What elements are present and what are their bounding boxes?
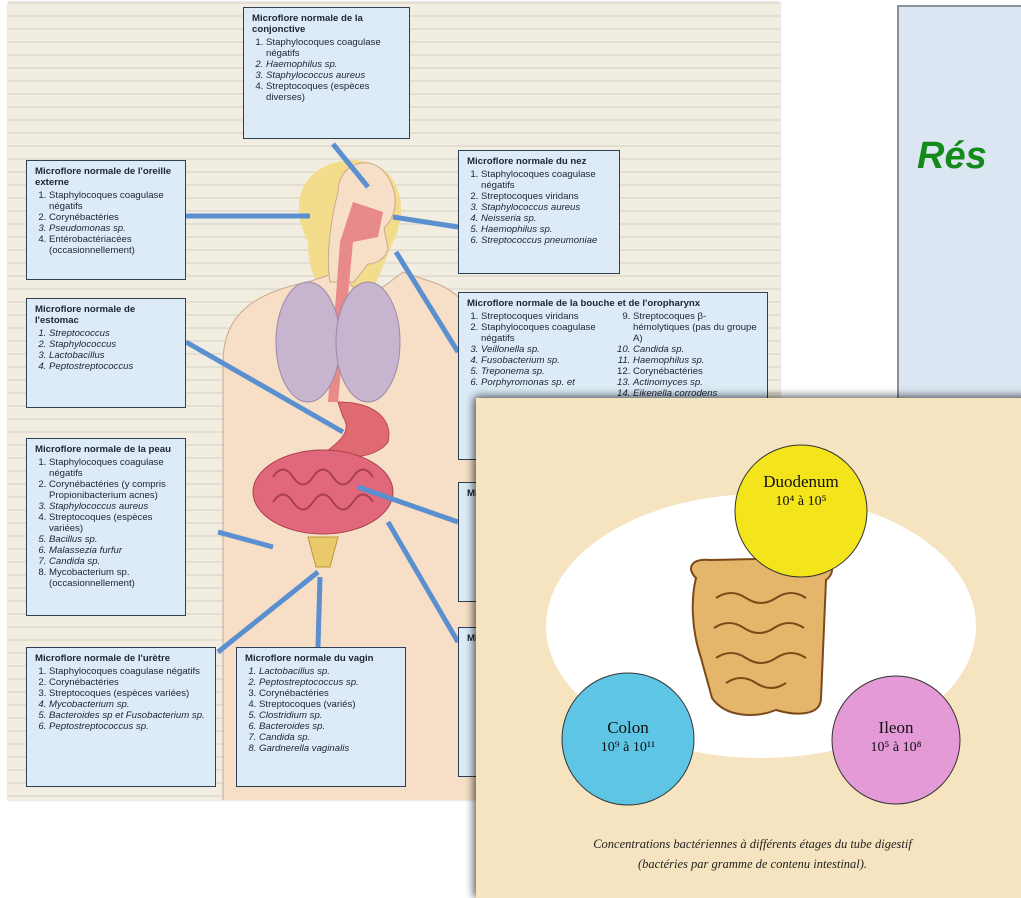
list-item: Candida sp. xyxy=(633,344,761,355)
list-item: Corynébactéries xyxy=(49,212,179,223)
colon-label: Colon 10⁹ à 10¹¹ xyxy=(562,718,694,756)
box-title: Microflore normale du vagin xyxy=(245,653,399,664)
list-item: Staphylocoques coagulase négatifs xyxy=(49,190,179,212)
list-item: Lactobacillus xyxy=(49,350,179,361)
duodenum-label: Duodenum 10⁴ à 10⁵ xyxy=(735,472,867,510)
box-title: Microflore normale de la conjonctive xyxy=(252,13,403,35)
caption-line-1: Concentrations bactériennes à différents… xyxy=(476,834,1021,854)
list-item: Pseudomonas sp. xyxy=(49,223,179,234)
slide-title-panel: Rés xyxy=(897,5,1021,400)
box-oreille: Microflore normale de l'oreille externe … xyxy=(26,160,186,280)
list-item: Mycobacterium sp. (occasionnellement) xyxy=(49,567,179,589)
left-lung xyxy=(276,282,340,402)
box-vagin: Microflore normale du vagin Lactobacillu… xyxy=(236,647,406,787)
list-item: Actinomyces sp. xyxy=(633,377,761,388)
list-item: Malassezia furfur xyxy=(49,545,179,556)
list-item: Streptocoques (espèces diverses) xyxy=(266,81,403,103)
list-item: Staphylococcus aureus xyxy=(49,501,179,512)
list-item: Clostridium sp. xyxy=(259,710,399,721)
ileon-range: 10⁵ à 10⁸ xyxy=(832,740,960,756)
colon-name: Colon xyxy=(562,718,694,738)
figure-caption: Concentrations bactériennes à différents… xyxy=(476,834,1021,874)
right-lung xyxy=(336,282,400,402)
list-item: Lactobacillus sp. xyxy=(259,666,399,677)
box-peau: Microflore normale de la peau Staphyloco… xyxy=(26,438,186,616)
list-item: Peptostreptococcus sp. xyxy=(49,721,209,732)
list-item: Haemophilus sp. xyxy=(633,355,761,366)
colon-range: 10⁹ à 10¹¹ xyxy=(562,740,694,756)
list-item: Fusobacterium sp. xyxy=(481,355,609,366)
box-estomac: Microflore normale de l'estomac Streptoc… xyxy=(26,298,186,408)
list-item: Staphylococcus xyxy=(49,339,179,350)
duodenum-name: Duodenum xyxy=(735,472,867,492)
list-item: Streptocoques viridans xyxy=(481,191,613,202)
list-item: Staphylocoques coagulase négatifs xyxy=(481,169,613,191)
box-title: Microflore normale de l'urètre xyxy=(35,653,209,664)
list-item: Bacillus sp. xyxy=(49,534,179,545)
list-item: Streptocoques (variés) xyxy=(259,699,399,710)
list-item: Staphylococcus aureus xyxy=(481,202,613,213)
list-item: Neisseria sp. xyxy=(481,213,613,224)
arrow-vagin xyxy=(318,577,320,647)
box-title: Microflore normale de l'estomac xyxy=(35,304,179,326)
list-item: Streptocoques β-hémolytiques (pas du gro… xyxy=(633,311,761,344)
list-item: Staphylocoques coagulase négatifs xyxy=(266,37,403,59)
box-conjonctive: Microflore normale de la conjonctive Sta… xyxy=(243,7,410,139)
list-item: Corynébactéries (y compris Propionibacte… xyxy=(49,479,179,501)
list-item: Streptococcus pneumoniae xyxy=(481,235,613,246)
list-item: Gardnerella vaginalis xyxy=(259,743,399,754)
ileon-label: Ileon 10⁵ à 10⁸ xyxy=(832,718,960,756)
list-item: Corynébactéries xyxy=(49,677,209,688)
list-item: Streptocoques (espèces variées) xyxy=(49,512,179,534)
list-item: Treponema sp. xyxy=(481,366,609,377)
list-item: Porphyromonas sp. et xyxy=(481,377,609,388)
list-item: Streptocoques (espèces variées) xyxy=(49,688,209,699)
list-item: Staphylocoques coagulase négatifs xyxy=(49,457,179,479)
box-title: Microflore normale du nez xyxy=(467,156,613,167)
list-item: Bacteroides sp et Fusobacterium sp. xyxy=(49,710,209,721)
list-item: Streptocoques viridans xyxy=(481,311,609,322)
list-item: Haemophilus sp. xyxy=(266,59,403,70)
list-item: Staphylocoques coagulase négatifs xyxy=(49,666,209,677)
box-title: Microflore normale de la bouche et de l'… xyxy=(467,298,761,309)
list-item: Staphylocoques coagulase négatifs xyxy=(481,322,609,344)
list-item: Peptostreptococcus xyxy=(49,361,179,372)
box-uretre: Microflore normale de l'urètre Staphyloc… xyxy=(26,647,216,787)
duodenum-circle xyxy=(735,445,867,577)
arrow-nez xyxy=(393,217,458,227)
list-item: Haemophilus sp. xyxy=(481,224,613,235)
list-item: Peptostreptococcus sp. xyxy=(259,677,399,688)
list-item: Bacteroides sp. xyxy=(259,721,399,732)
list-item: Staphylococcus aureus xyxy=(266,70,403,81)
list-item: Candida sp. xyxy=(49,556,179,567)
ileon-name: Ileon xyxy=(832,718,960,738)
list-item: Corynébactéries xyxy=(633,366,761,377)
slide-title: Rés xyxy=(917,135,987,178)
list-item: Corynébactéries xyxy=(259,688,399,699)
list-item: Candida sp. xyxy=(259,732,399,743)
list-item: Veillonella sp. xyxy=(481,344,609,355)
duodenum-range: 10⁴ à 10⁵ xyxy=(735,494,867,510)
caption-line-2: (bactéries par gramme de contenu intesti… xyxy=(476,854,1021,874)
list-item: Streptococcus xyxy=(49,328,179,339)
box-nez: Microflore normale du nez Staphylocoques… xyxy=(458,150,620,274)
gut-concentration-figure: Duodenum 10⁴ à 10⁵ Colon 10⁹ à 10¹¹ Ileo… xyxy=(476,398,1021,898)
list-item: Entérobactériacées (occasionnellement) xyxy=(49,234,179,256)
list-item: Mycobacterium sp. xyxy=(49,699,209,710)
box-title: Microflore normale de l'oreille externe xyxy=(35,166,179,188)
box-title: Microflore normale de la peau xyxy=(35,444,179,455)
